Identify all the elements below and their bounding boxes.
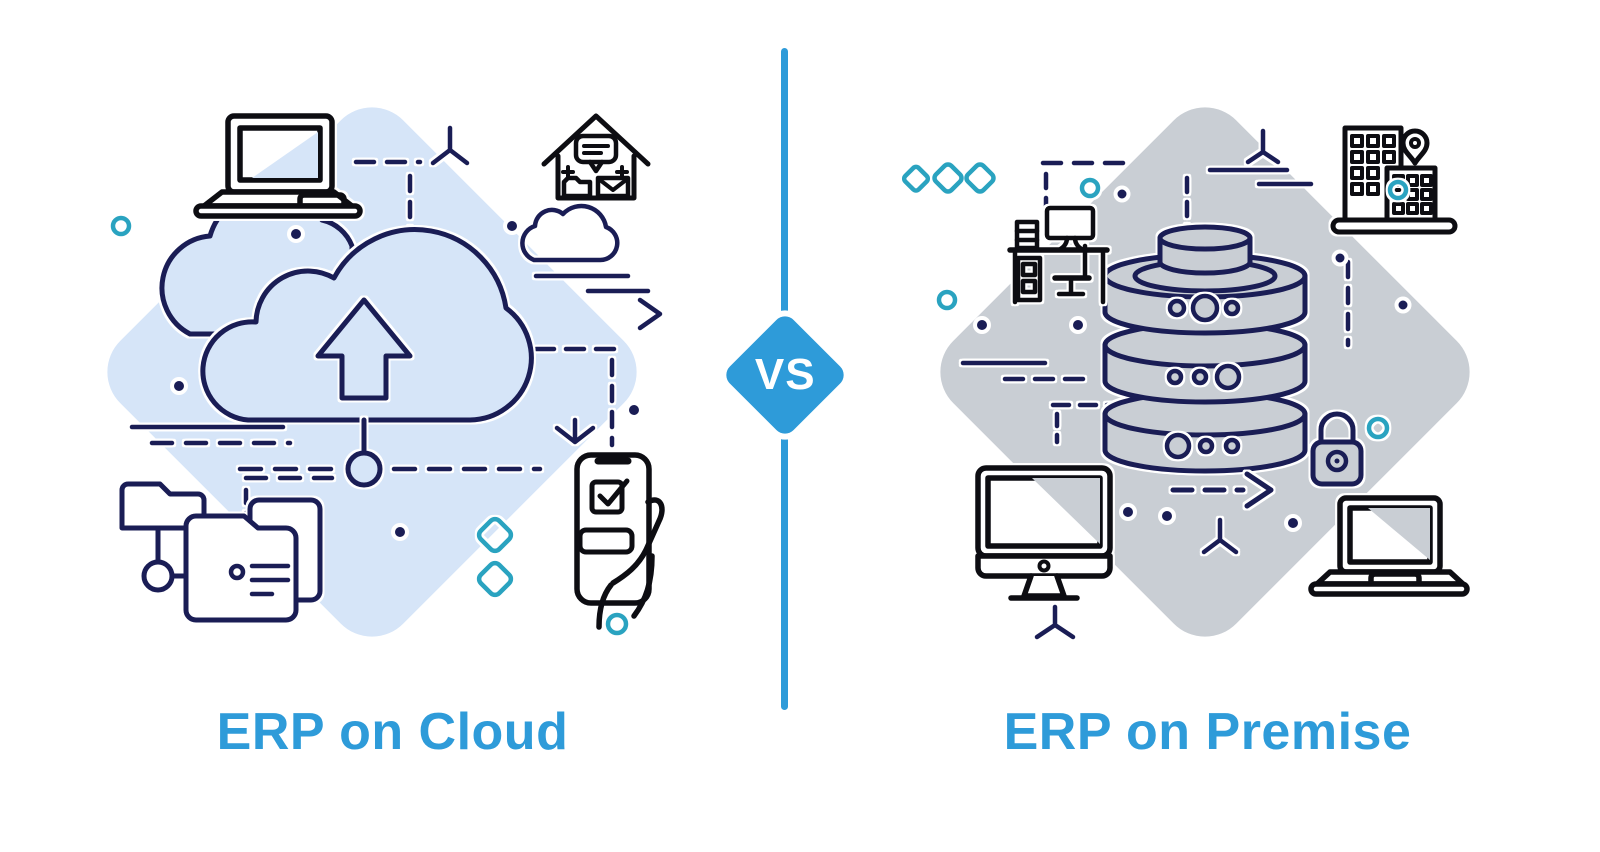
workstation-desk-icon [1007, 205, 1110, 305]
home-sync-icon [541, 113, 651, 201]
laptop-icon [1308, 495, 1470, 597]
server-stack-icon [1102, 224, 1308, 474]
network-node-icon [237, 417, 543, 488]
laptop-icon [193, 113, 363, 219]
teal-circle-icon [936, 177, 1409, 440]
padlock-icon [1310, 411, 1364, 487]
cloud-caption: ERP on Cloud [216, 703, 569, 761]
network-folders-icon [119, 481, 323, 623]
teal-circle-icon [110, 215, 629, 636]
small-cloud-icon [520, 203, 663, 331]
cloud-panel: ERP on Cloud [0, 0, 785, 852]
dot-accents [170, 217, 643, 541]
premise-illustration [901, 107, 1470, 640]
upload-arrow-icon [315, 297, 413, 401]
office-buildings-icon [1330, 125, 1458, 235]
premise-panel: ERP on Premise [815, 0, 1600, 852]
location-pin-icon [1400, 128, 1430, 166]
premise-caption: ERP on Premise [1003, 703, 1412, 761]
teal-diamond-icon [901, 162, 996, 194]
server-led-dots [1164, 293, 1242, 460]
vs-label: VS [754, 349, 816, 399]
desktop-monitor-icon [975, 465, 1113, 601]
cloud-illustration [107, 107, 665, 637]
dot-accents [973, 185, 1412, 532]
dashed-arrow-icon [1170, 471, 1274, 509]
phone-checklist-icon [574, 452, 665, 630]
dashed-connectors [129, 125, 621, 517]
teal-diamond-icon [476, 516, 514, 598]
